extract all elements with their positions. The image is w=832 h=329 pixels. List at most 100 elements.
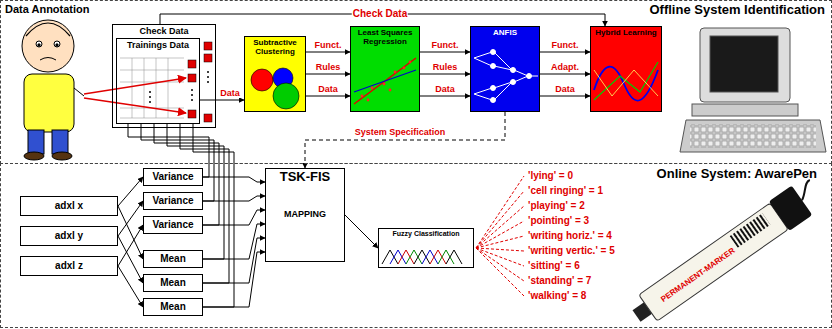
drawing-part: [361, 61, 412, 102]
box-title: Trainings Data: [127, 40, 189, 50]
drawing-part: [168, 58, 169, 118]
region-band: Data AnnotationOffline System Identifica…: [0, 0, 832, 164]
drawing-part: [474, 88, 492, 94]
box-title: Variance: [152, 171, 193, 183]
class-label: 'playing' = 2: [528, 200, 585, 212]
connector: [540, 52, 590, 53]
edge-label: Data: [554, 84, 576, 94]
box-title: ANFIS: [493, 28, 517, 37]
drawing-part: [207, 76, 209, 78]
drawing-part: [446, 250, 462, 264]
box-title: Least Squares Regression: [353, 28, 417, 46]
drawing-part: [188, 74, 196, 82]
drawing-part: [204, 54, 212, 62]
drawing-part: [207, 81, 209, 83]
drawing-part: [54, 41, 60, 47]
drawing-part: [273, 83, 299, 109]
class-label: 'walking' = 8: [528, 290, 586, 302]
drawing-part: [491, 98, 496, 103]
class-label: 'sitting' = 6: [528, 260, 580, 272]
pen-print: PERMANENT-MARKER: [659, 246, 736, 304]
drawing-part: [74, 88, 84, 96]
classifier-box: Fuzzy Classification: [378, 228, 474, 268]
sensor-box: adxl y: [20, 226, 118, 246]
drawing-part: [700, 28, 790, 102]
drawing-part: [389, 89, 392, 92]
drawing-part: [120, 118, 184, 119]
drawing-part: [191, 89, 193, 91]
drawing-part: [149, 101, 151, 103]
feature-box: Mean: [143, 250, 203, 268]
drawing-part: [430, 250, 446, 264]
region-title: Online System: AwarePen: [657, 167, 817, 182]
box-title: Mean: [160, 301, 186, 313]
pen-figure: [626, 175, 827, 329]
drawing-part: [511, 68, 516, 73]
drawing-part: [594, 70, 658, 96]
drawing-part: [56, 44, 58, 46]
connector: [420, 74, 470, 75]
drawing-part: [730, 213, 771, 247]
drawing-part: [476, 236, 524, 248]
drawing-part: [120, 58, 184, 59]
drawing-part: [422, 250, 438, 264]
learning-curves: [594, 62, 658, 101]
drawing-part: [527, 74, 532, 79]
drawing-part: [144, 58, 145, 118]
drawing-part: [494, 82, 512, 100]
box-title: TSK-FIS: [280, 170, 331, 185]
drawing-part: [26, 23, 70, 36]
connector: [306, 52, 350, 53]
region-band: Online System: AwarePen adxl x adxl y adxl …: [0, 163, 832, 328]
edge-label: Funct.: [551, 40, 580, 50]
box-title: Mean: [160, 277, 186, 289]
drawing-part: [204, 114, 212, 122]
training-grid: [120, 58, 184, 118]
connector: [540, 74, 590, 75]
feature-box: Variance: [143, 216, 203, 234]
drawing-part: [191, 94, 193, 96]
drawing-part: [28, 130, 44, 154]
feature-box: Variance: [143, 192, 203, 210]
edge-label: Rules: [315, 62, 342, 72]
edge-label: Rules: [432, 62, 459, 72]
drawing-part: [769, 185, 813, 231]
drawing-part: [491, 64, 496, 69]
cluster-circles: [251, 68, 299, 109]
drawing-part: [84, 98, 186, 113]
sensor-box: adxl z: [20, 256, 118, 276]
box-title: Variance: [152, 219, 193, 231]
drawing-part: [52, 152, 72, 160]
drawing-part: [474, 58, 492, 66]
drawing-part: [476, 221, 524, 248]
data-box: Trainings Data: [116, 38, 200, 124]
drawing-part: [149, 96, 151, 98]
drawing-part: [438, 250, 454, 264]
class-label: 'standing' = 7: [528, 275, 591, 287]
edge-label: Funct.: [431, 40, 460, 50]
box-title: Hybrid Learning: [595, 28, 656, 37]
drawing-part: [149, 91, 151, 93]
process-box: Least Squares Regression: [350, 26, 420, 112]
connector: [345, 215, 378, 248]
drawing-part: [188, 110, 196, 118]
drawing-part: [207, 71, 209, 73]
connector: [306, 96, 350, 97]
drawing-part: [204, 42, 212, 50]
connector: [305, 112, 505, 168]
data-markers: [188, 42, 212, 122]
drawing-part: [188, 60, 196, 68]
box-title: Fuzzy Classification: [393, 230, 460, 238]
connector: [420, 52, 470, 53]
edge-label: Check Data: [352, 8, 408, 20]
computer-figure: [680, 28, 826, 152]
drawing-part: [36, 41, 42, 47]
connector: [420, 96, 470, 97]
drawing-part: [361, 95, 364, 98]
box-title: adxl x: [55, 200, 83, 212]
drawing-part: [476, 191, 524, 248]
drawing-part: [690, 124, 816, 148]
box-title: Variance: [152, 195, 193, 207]
drawing-part: [710, 36, 778, 92]
